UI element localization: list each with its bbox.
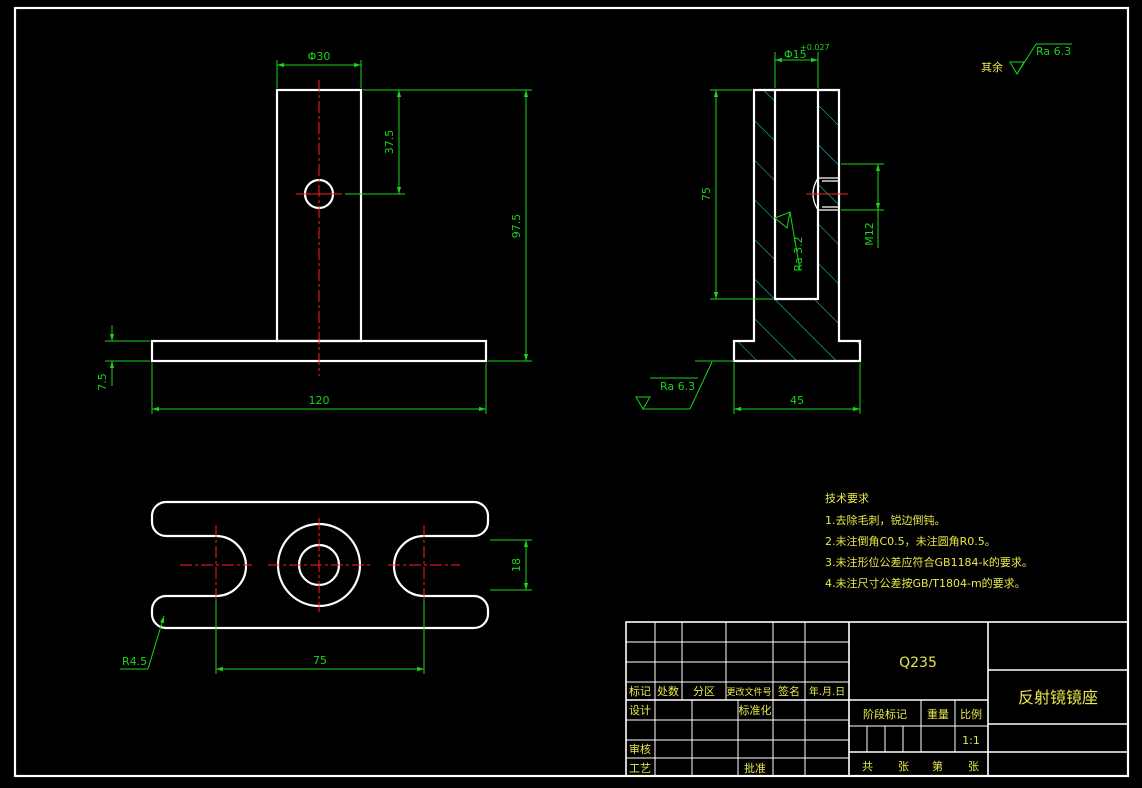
roughness-default-label: 其余 bbox=[981, 60, 1003, 74]
dim-side-bore-tol: +0.027 bbox=[800, 43, 830, 52]
side-outline bbox=[732, 88, 862, 363]
tb-header-cell: 更改文件号 bbox=[726, 686, 771, 698]
tb-approve-label: 批准 bbox=[744, 761, 766, 775]
tb-sheets: 张 bbox=[968, 760, 979, 773]
dim-front-hole-depth: 37.5 bbox=[383, 130, 396, 155]
front-dimensions: Φ30 37.5 97.5 7.5 120 bbox=[96, 50, 532, 414]
tb-part-name: 反射镜镜座 bbox=[1018, 688, 1098, 707]
roughness-side-inner: Ra 3.2 bbox=[792, 236, 805, 271]
roughness-default-value: Ra 6.3 bbox=[1036, 45, 1071, 58]
side-dimensions: Φ15 +0.027 75 M12 45 Ra 3.2 Ra 6.3 bbox=[635, 43, 884, 414]
roughness-symbol-inner bbox=[774, 211, 791, 229]
tech-req-item: 4.未注尺寸公差按GB/T1804-m的要求。 bbox=[825, 576, 1026, 590]
tb-scale: 比例 bbox=[960, 707, 982, 721]
dim-top-radius: R4.5 bbox=[122, 655, 147, 668]
tb-header-cell: 标记 bbox=[629, 684, 651, 698]
tb-header-cell: 年.月.日 bbox=[809, 685, 845, 698]
tb-scale-value: 1:1 bbox=[962, 734, 980, 747]
tb-sheets: 共 bbox=[862, 760, 873, 773]
top-dimensions: 18 75 R4.5 bbox=[120, 539, 532, 674]
roughness-default: 其余 Ra 6.3 bbox=[981, 43, 1072, 75]
tb-process-label: 工艺 bbox=[629, 762, 651, 775]
side-hatch bbox=[734, 90, 860, 361]
dim-side-depth: 75 bbox=[700, 187, 713, 201]
dim-top-pitch: 75 bbox=[313, 654, 327, 667]
top-view bbox=[150, 500, 490, 630]
dim-side-bore: Φ15 bbox=[784, 48, 807, 61]
roughness-symbol-bottom bbox=[635, 396, 651, 410]
tb-sheets: 第 bbox=[932, 759, 943, 773]
tb-design-label: 设计 bbox=[629, 704, 651, 717]
tech-req-title: 技术要求 bbox=[825, 492, 869, 505]
roughness-side-bottom: Ra 6.3 bbox=[660, 380, 695, 393]
tb-stage-mark: 阶段标记 bbox=[863, 707, 907, 721]
tech-req-item: 1.去除毛刺，锐边倒钝。 bbox=[825, 513, 946, 527]
side-view bbox=[732, 88, 862, 363]
tech-req-item: 3.未注形位公差应符合GB1184-k的要求。 bbox=[825, 555, 1033, 569]
tb-sheets: 张 bbox=[898, 760, 909, 773]
dim-side-thread: M12 bbox=[863, 222, 876, 246]
front-view bbox=[150, 80, 488, 376]
tb-header-cell: 签名 bbox=[778, 684, 800, 698]
dim-front-width: 120 bbox=[309, 394, 330, 407]
title-block: 标记 处数 分区 更改文件号 签名 年.月.日 设计 标准化 审核 工艺 批准 … bbox=[625, 621, 1129, 777]
tech-req-item: 2.未注倒角C0.5，未注圆角R0.5。 bbox=[825, 534, 996, 548]
roughness-default-symbol bbox=[1009, 61, 1025, 75]
tb-standard-label: 标准化 bbox=[739, 703, 772, 717]
dim-front-base: 7.5 bbox=[96, 373, 109, 391]
dim-front-dia: Φ30 bbox=[308, 50, 331, 63]
dim-top-slot: 18 bbox=[510, 558, 523, 572]
technical-requirements: 技术要求 1.去除毛刺，锐边倒钝。 2.未注倒角C0.5，未注圆角R0.5。 3… bbox=[825, 492, 1033, 590]
tb-material: Q235 bbox=[899, 655, 937, 671]
tb-header-cell: 处数 bbox=[657, 685, 679, 698]
tb-review-label: 审核 bbox=[629, 742, 651, 756]
dim-front-height: 97.5 bbox=[510, 214, 523, 239]
dim-side-width: 45 bbox=[790, 394, 804, 407]
drawing-border bbox=[13, 6, 1130, 778]
tb-weight: 重量 bbox=[927, 707, 949, 721]
tb-header-cell: 分区 bbox=[693, 685, 715, 698]
